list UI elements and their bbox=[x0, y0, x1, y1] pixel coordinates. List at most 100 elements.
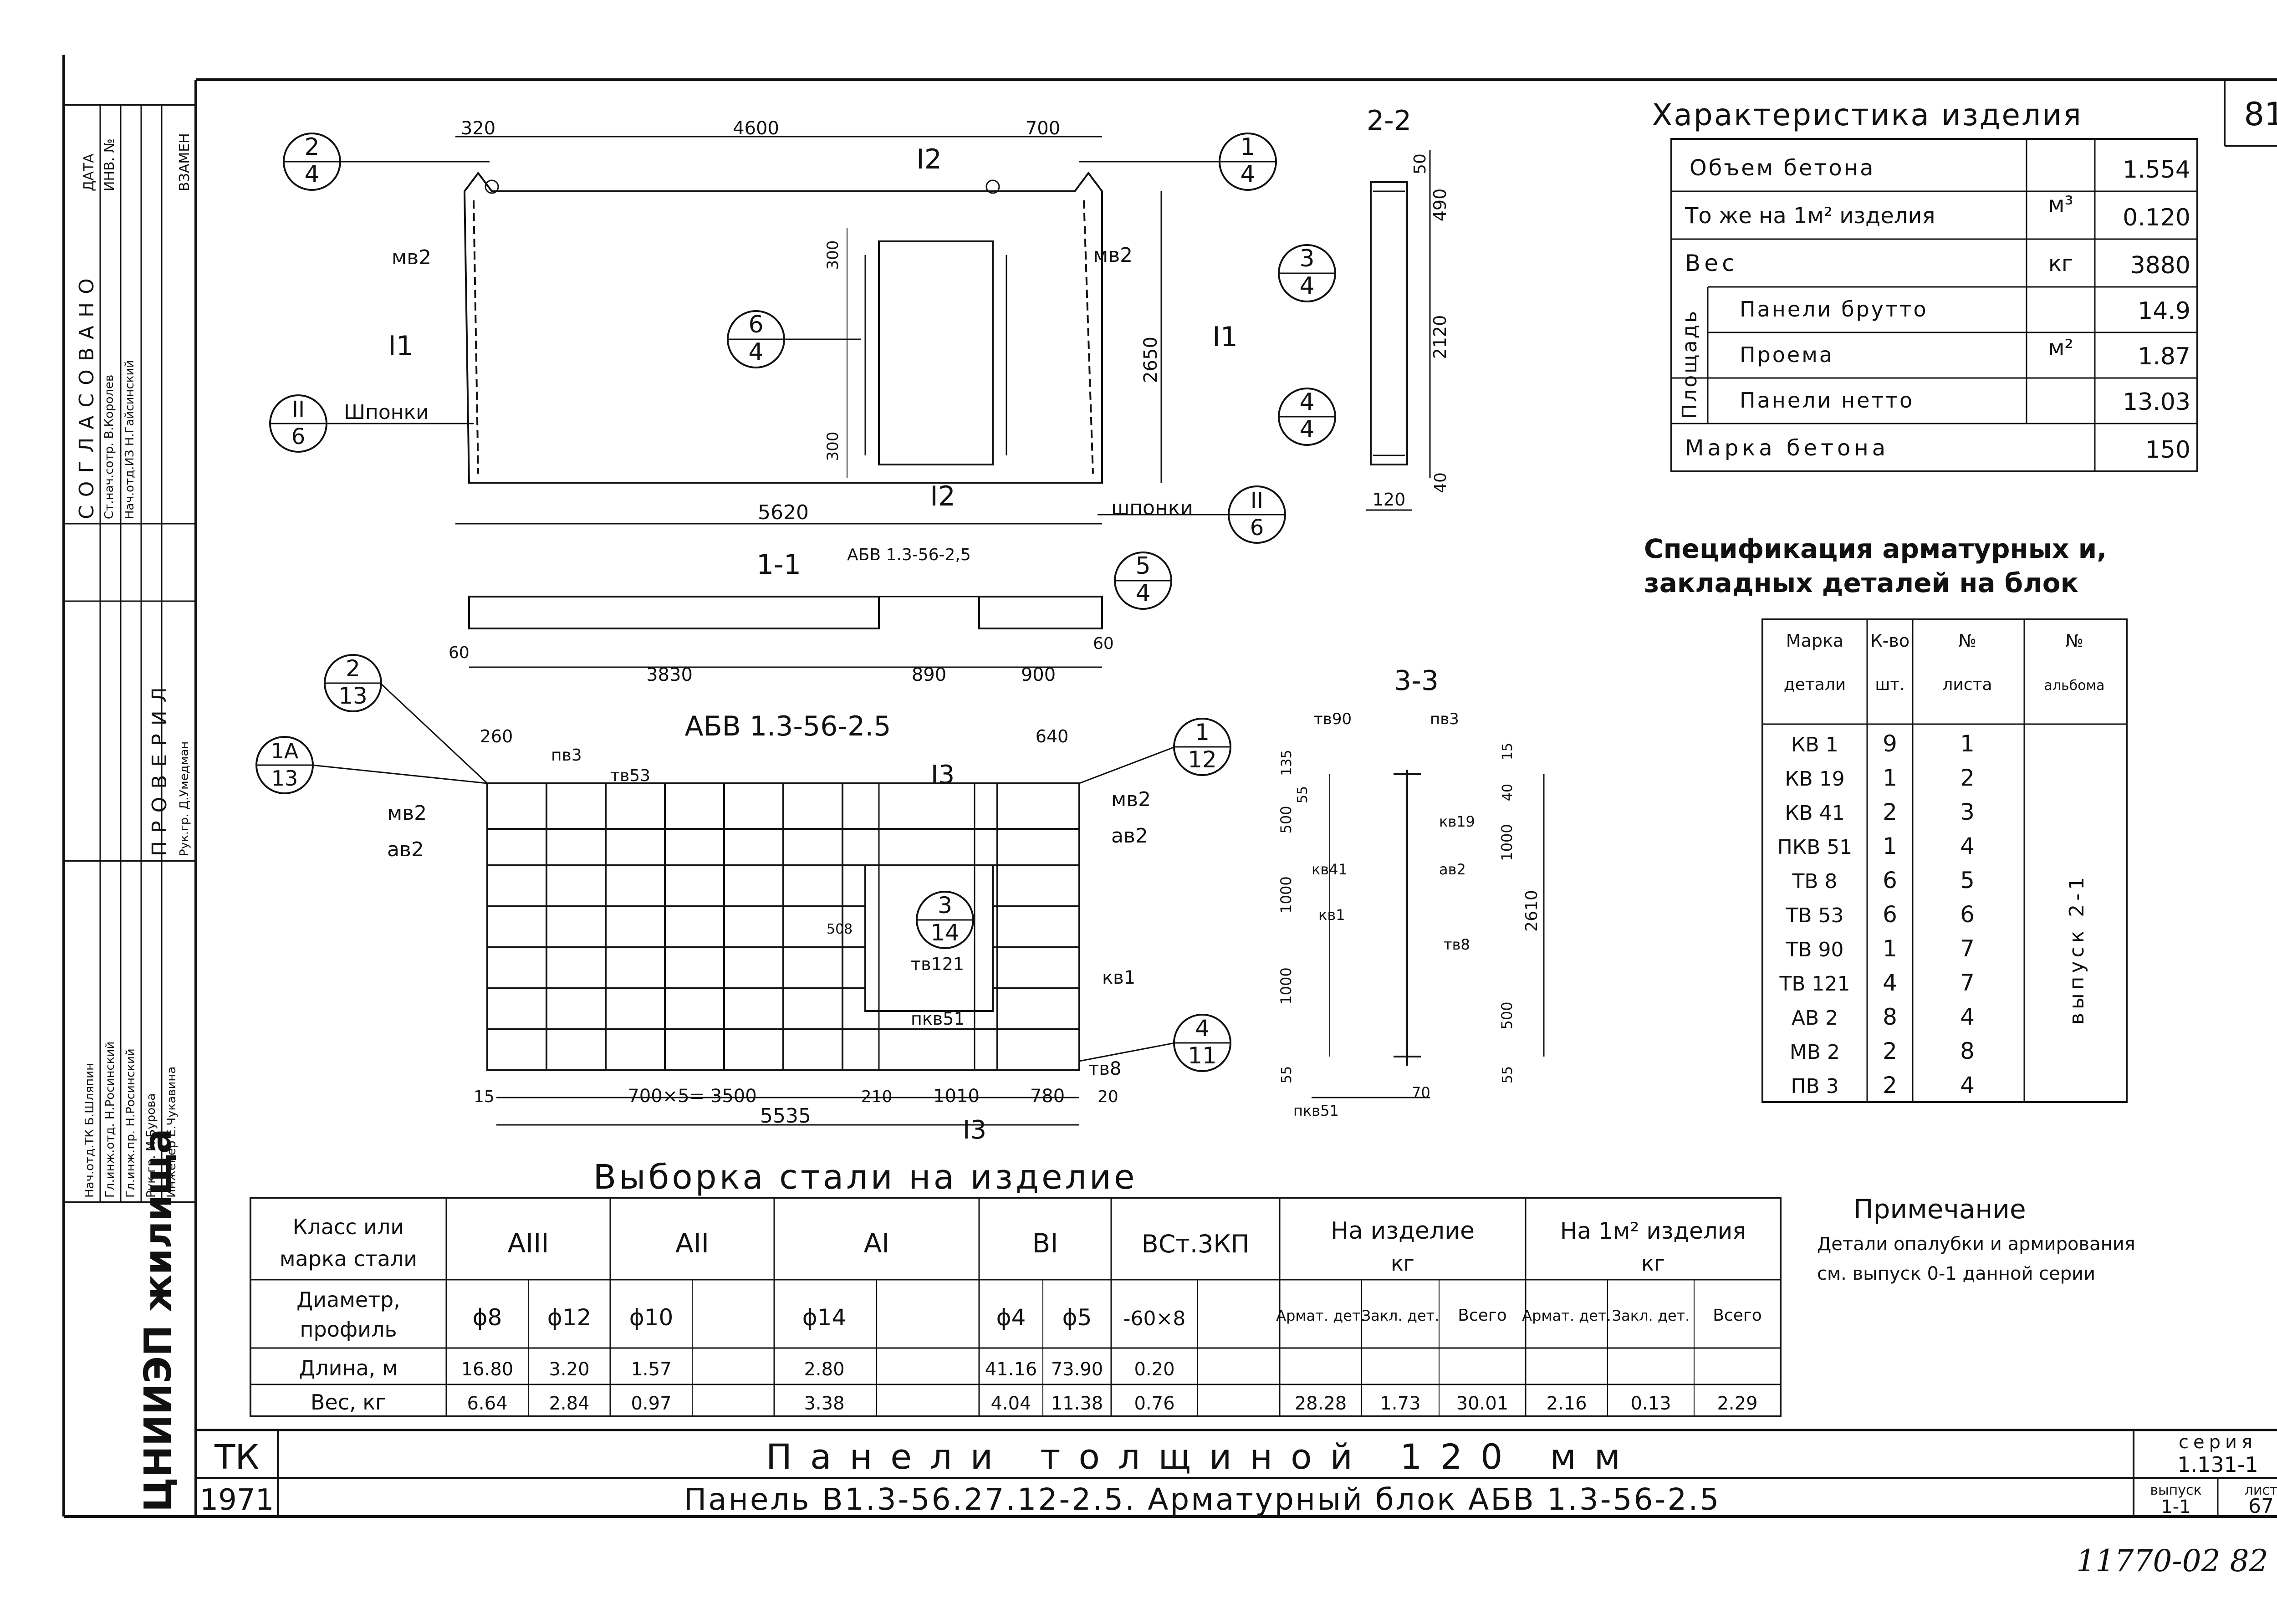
char-unit-3: м² bbox=[2048, 335, 2073, 361]
char-label-3: Панели брутто bbox=[1740, 297, 1928, 322]
steel-total-m2: 2.16 bbox=[1546, 1393, 1587, 1414]
steel-per-item: На изделие bbox=[1331, 1217, 1475, 1245]
char-value-4: 1.87 bbox=[2138, 343, 2190, 370]
block-dim-15: 15 bbox=[474, 1088, 495, 1106]
dim-4600: 4600 bbox=[733, 118, 779, 139]
spec-row-mark: КВ 41 bbox=[1785, 802, 1844, 825]
characteristics-table bbox=[1670, 138, 2198, 472]
s33-dim-135: 135 bbox=[1279, 750, 1295, 776]
callout-1a-13-bottom: 13 bbox=[271, 766, 298, 791]
stamp-person-3: Рук.гр. Д.Умедман bbox=[178, 741, 191, 856]
block-label-av2-right: ав2 bbox=[1111, 824, 1148, 848]
callout-3-4-bottom: 4 bbox=[1299, 272, 1314, 300]
callout-2-13-top: 2 bbox=[346, 655, 360, 682]
steel-total-m2: 2.29 bbox=[1717, 1393, 1757, 1414]
spec-row-mark: КВ 1 bbox=[1791, 733, 1838, 756]
steel-lengths: 16.80 3.20 1.57 2.80 41.16 73.90 0.20 bbox=[461, 1359, 1175, 1380]
steel-class-3: BI bbox=[1032, 1228, 1058, 1259]
block-dim-640: 640 bbox=[1036, 726, 1069, 746]
block-label-mv2-left: мв2 bbox=[387, 802, 427, 825]
spec-row-qty: 6 bbox=[1883, 867, 1897, 894]
dim-300-bottom: 300 bbox=[824, 432, 842, 461]
callout-ii-6b-top: II bbox=[1251, 488, 1263, 513]
callout-ii-6-bottom: 6 bbox=[291, 424, 306, 449]
s33-label-av2: ав2 bbox=[1439, 861, 1466, 878]
dim-2120: 2120 bbox=[1430, 315, 1450, 359]
steel-weight: 11.38 bbox=[1051, 1393, 1103, 1414]
spec-row-qty: 2 bbox=[1883, 1072, 1897, 1098]
spec-h2-0: детали bbox=[1784, 675, 1846, 694]
spec-row-mark: КВ 19 bbox=[1785, 767, 1844, 791]
steel-class-4: ВСт.3КП bbox=[1142, 1230, 1250, 1258]
stamp-person-7: Рук.гр. М.Бурова bbox=[144, 1093, 158, 1198]
section-2-2 bbox=[1278, 150, 1431, 511]
steel-weight-label: Вес, кг bbox=[311, 1390, 386, 1415]
s33-dim-40: 40 bbox=[1500, 784, 1516, 801]
spec-row-sheet: 7 bbox=[1960, 970, 1975, 996]
steel-total-item: 28.28 bbox=[1295, 1393, 1347, 1414]
block-section-bottom: I3 bbox=[963, 1115, 986, 1145]
reinforcement-block bbox=[255, 654, 1231, 1126]
spec-h1-1: К-во bbox=[1870, 631, 1909, 651]
block-dim-1010: 1010 bbox=[933, 1086, 980, 1107]
callout-2-13-bottom: 13 bbox=[338, 683, 368, 709]
steel-per-m2-kg: кг bbox=[1641, 1251, 1665, 1276]
spec-row-qty: 1 bbox=[1883, 935, 1897, 962]
steel-weight: 0.97 bbox=[631, 1393, 671, 1414]
spec-title-1: Спецификация арматурных и, bbox=[1644, 533, 2107, 564]
char-value-2: 3880 bbox=[2130, 252, 2190, 279]
char-value-6: 150 bbox=[2145, 436, 2190, 464]
spec-row-sheet: 3 bbox=[1960, 799, 1975, 825]
char-label-0: Объем бетона bbox=[1690, 155, 1875, 181]
steel-length: 73.90 bbox=[1051, 1359, 1103, 1380]
steel-diam: ϕ10 bbox=[629, 1304, 674, 1331]
spec-row-sheet: 2 bbox=[1960, 765, 1975, 791]
callout-ii-6b-bottom: 6 bbox=[1250, 515, 1264, 541]
spec-row-qty: 9 bbox=[1883, 730, 1897, 757]
section-mark-left: I1 bbox=[388, 330, 414, 362]
section-mark-right: I1 bbox=[1212, 321, 1238, 353]
spec-row-sheet: 6 bbox=[1960, 901, 1975, 928]
section-3-3-title: 3-3 bbox=[1394, 665, 1439, 697]
stamp-checked: ПРОВЕРИЛ bbox=[148, 679, 171, 856]
steel-diam: -60×8 bbox=[1123, 1307, 1186, 1330]
dim-320: 320 bbox=[461, 118, 495, 139]
spec-h1-0: Марка bbox=[1786, 631, 1843, 651]
title-block-tk: ТК bbox=[214, 1438, 259, 1477]
stamp-agreed: СОГЛАСОВАНО bbox=[75, 270, 98, 519]
s33-dim-1000-left-a: 1000 bbox=[1277, 876, 1295, 913]
steel-diam-label-2: профиль bbox=[300, 1317, 397, 1342]
spec-album: выпуск 2-1 bbox=[2065, 873, 2088, 1025]
dim-50: 50 bbox=[1411, 153, 1430, 174]
block-dim-780: 780 bbox=[1030, 1086, 1065, 1107]
s33-dim-70: 70 bbox=[1412, 1084, 1430, 1101]
sheet-label: лист bbox=[2245, 1482, 2277, 1498]
callout-3-4-top: 3 bbox=[1299, 245, 1314, 272]
steel-per-item-kg: кг bbox=[1391, 1251, 1414, 1276]
org-name: ЦНИИЭП жилища bbox=[137, 1129, 180, 1512]
steel-sub-5: Всего bbox=[1713, 1306, 1762, 1325]
callout-6-4-bottom: 4 bbox=[748, 338, 763, 366]
stamp-date: ДАТА bbox=[81, 153, 97, 191]
spec-row-qty: 8 bbox=[1883, 1004, 1897, 1030]
dim-60-left: 60 bbox=[449, 643, 470, 662]
block-label-tv8: тв8 bbox=[1088, 1058, 1121, 1079]
callout-4-11-bottom: 11 bbox=[1188, 1042, 1217, 1069]
steel-sub-4: Закл. дет. bbox=[1612, 1307, 1690, 1324]
steel-weight: 2.84 bbox=[549, 1393, 589, 1414]
dim-700: 700 bbox=[1026, 118, 1060, 139]
block-dim-3500: 700×5= 3500 bbox=[628, 1086, 756, 1107]
block-label-tv53: тв53 bbox=[610, 766, 650, 785]
issue-label: выпуск bbox=[2150, 1482, 2201, 1498]
s33-label-pkv51: пкв51 bbox=[1293, 1102, 1339, 1119]
stamp-inv: ИНВ. № bbox=[102, 138, 117, 191]
block-label-pkv51: пкв51 bbox=[911, 1009, 965, 1029]
sheet-value: 67 bbox=[2248, 1495, 2274, 1518]
title-block-year: 1971 bbox=[200, 1483, 274, 1517]
dim-900: 900 bbox=[1021, 664, 1056, 685]
steel-weight: 4.04 bbox=[990, 1393, 1031, 1414]
steel-sub-1: Закл. дет. bbox=[1362, 1307, 1440, 1324]
steel-length: 1.57 bbox=[631, 1359, 671, 1380]
spec-row-sheet: 1 bbox=[1960, 730, 1975, 757]
